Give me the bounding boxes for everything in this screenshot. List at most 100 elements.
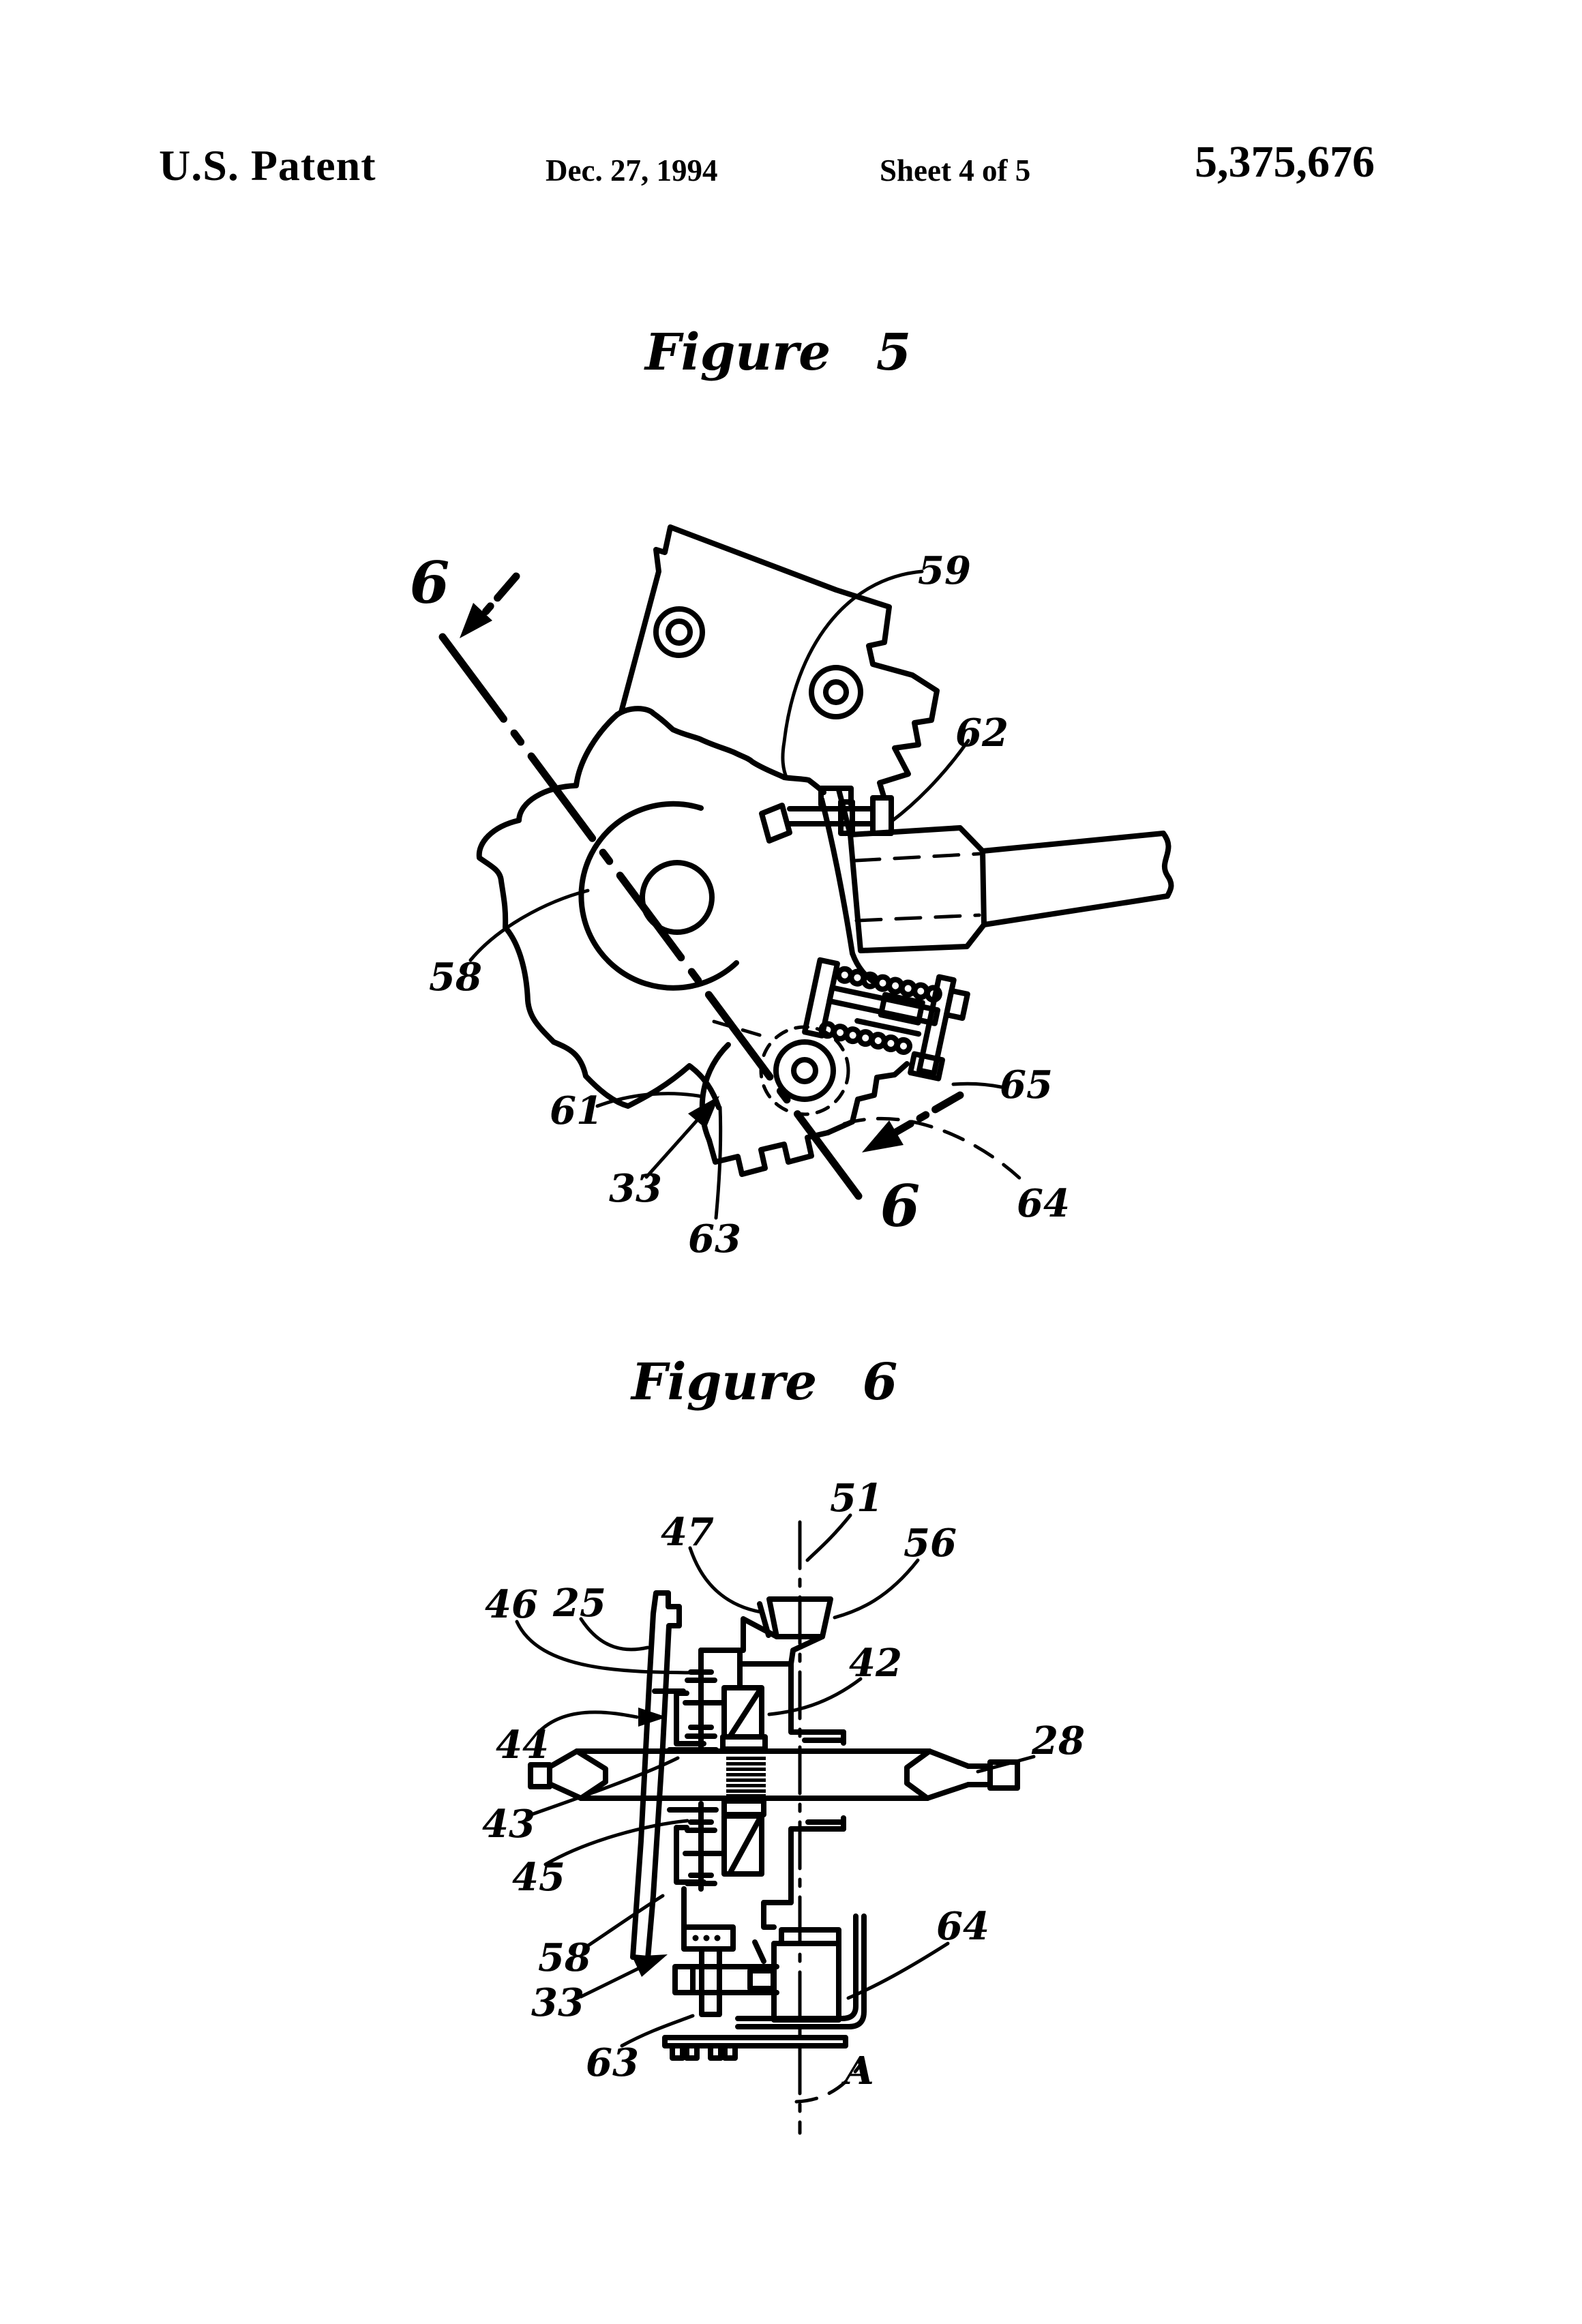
fig6-label-33: 33 [531,1980,584,2025]
spline-bar [726,1757,766,1760]
fig6-label-A: A [841,2049,874,2094]
housing-center-hole [640,860,715,935]
leader-63 [714,1105,723,1220]
shaft-lower-hub [721,1798,766,1817]
spline-bar [726,1794,766,1798]
bracket-hole-2-inner [823,679,849,705]
fig5-label-65: 65 [1000,1062,1053,1107]
shaft-right-taper [925,1782,971,1801]
l-bracket-outer [735,1913,867,2029]
brush-dot [714,1935,721,1941]
column-left [698,1616,779,1653]
spline-bar [726,1784,766,1787]
clamp-diagonal [752,1939,766,1964]
spline-bar [726,1789,766,1793]
shaft-spline-hatch [726,1757,766,1798]
plate-foot [722,2043,738,2061]
sector-teeth [706,1130,831,1177]
leader-25 [579,1617,650,1652]
lower-step-right [761,1826,846,1930]
figure5-drawing: 6 6 [410,524,1174,1262]
lower-gear-hatched [721,1813,764,1877]
fig5-label-63: 63 [688,1217,741,1262]
leader-28 [976,1755,1036,1774]
leader-44 [537,1710,639,1734]
base-plate [662,2035,848,2049]
stack-wall [674,1690,706,1746]
fig5-label-58: 58 [429,955,482,1000]
fig6-cross-shaft [528,1748,1020,1817]
fig6-label-43: 43 [482,1802,535,1847]
bracket-hole-1-inner [666,619,693,646]
fig6-label-45: 45 [512,1855,565,1900]
fig5-spring-assembly [802,957,970,1082]
fig6-label-28: 28 [1031,1718,1085,1763]
section-arrow-bottom-head [862,1120,904,1152]
spring-flange-bottom [908,1051,946,1082]
fig6-lower-gear-stack [667,1801,846,1930]
clamp-left-cap [672,1964,696,1995]
fig5-leaders: 59 62 58 61 33 63 64 65 [429,548,1070,1262]
fig5-shaft [836,787,1174,953]
fig6-upper-column [698,1616,846,1746]
fig6-label-51: 51 [830,1476,883,1521]
fig6-label-25: 25 [552,1581,606,1626]
fig6-label-47: 47 [661,1510,714,1555]
upper-gear-hatch-line [728,1688,762,1738]
housing-hidden-edge [712,1019,771,1040]
spring-right-plate [916,974,957,1077]
brush-dot [692,1935,699,1941]
spline-bar [726,1778,766,1782]
bolt-upper-bracket [818,786,854,807]
fig5-bracket [618,524,940,799]
fig6-label-46: 46 [485,1582,538,1627]
fig6-lower-housing [672,1886,841,2023]
shaft-left-shoulder [574,1748,608,1801]
patent-header-date: Dec. 27, 1994 [546,153,718,188]
clamp-pin [747,1968,776,1991]
hex-hidden-line-top [853,852,981,863]
bolt-washer [838,799,855,836]
spring-flange-top [943,987,970,1022]
fig6-label-42: 42 [849,1641,902,1686]
fig5-label-61: 61 [550,1088,603,1133]
shaft-right-shoulder [904,1748,932,1801]
housing-inner-arc [578,801,739,991]
lower-gear-hatch-line [728,1816,762,1874]
leader-47 [688,1546,763,1614]
figure6-drawing: 51 47 56 46 25 42 44 28 43 45 58 33 63 6… [482,1476,1085,2135]
leader-64 [846,1941,950,2000]
leader-42 [767,1677,863,1716]
fig5-label-6-bottom: 6 [880,1172,920,1240]
leader-33-arrowhead [688,1096,719,1129]
figure6-title: Figure 6 [631,1353,898,1412]
leader-56 [833,1558,920,1620]
pivot-boss [773,1039,836,1102]
fig6-label-56: 56 [904,1521,957,1566]
brush-dot [703,1935,710,1941]
leader-59 [781,569,924,781]
leader-64-dashed [842,1116,1030,1189]
l-bracket-inner [735,1913,859,2021]
leader-61 [595,1092,704,1108]
fig6-label-58: 58 [538,1935,591,1980]
upper-gear-hub [720,1734,768,1752]
hex-connector [836,787,853,837]
figure5-title: Figure 5 [645,323,912,382]
shaft-right-stub [987,1759,1020,1791]
leader-58 [583,1894,665,1950]
bracket-hole-1-outer [653,606,705,658]
patent-header-title: U.S. Patent [159,141,376,190]
shaft-left-taper [547,1781,584,1801]
fig5-label-33: 33 [609,1166,662,1211]
fig5-label-59: 59 [918,548,971,593]
fig5-label-64: 64 [1017,1181,1070,1226]
hex-coupler [848,825,987,953]
leader-51 [805,1513,852,1562]
housing-top-wavy-edge [614,706,826,795]
fig6-bracket-and-plate [662,1913,867,2061]
housing-right-edge [819,796,855,956]
fig5-label-6-top: 6 [410,549,449,616]
spline-bar [726,1773,766,1776]
